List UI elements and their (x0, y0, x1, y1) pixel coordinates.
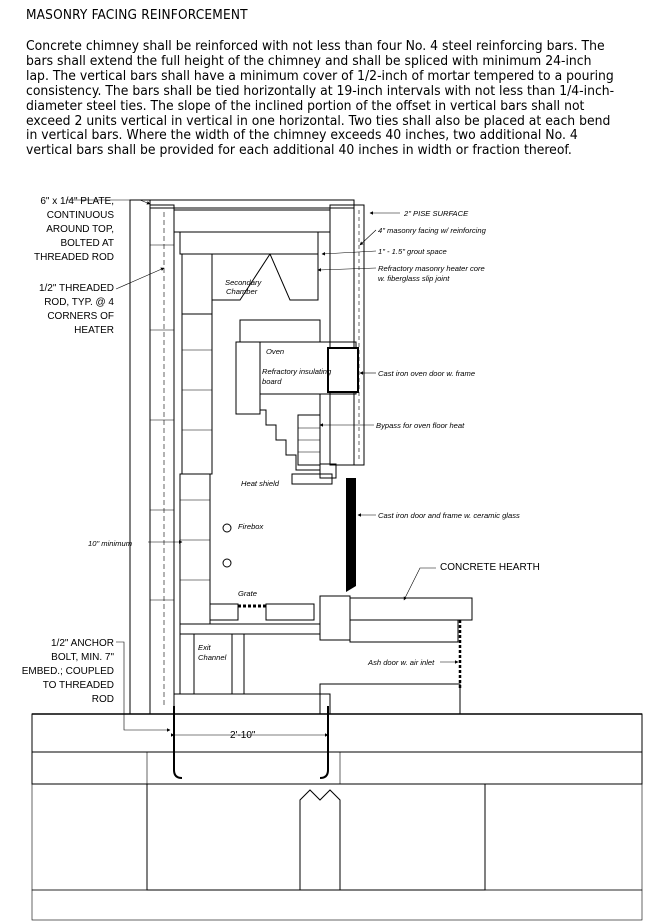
insulating-board-label: Refractory insulating (262, 367, 332, 376)
left-callouts: 6" x 1/4" PLATE, CONTINUOUS AROUND TOP, … (22, 196, 183, 732)
anchor-callout-5: ROD (92, 694, 114, 705)
dimension-label: 2'-10" (230, 730, 256, 741)
rod-callout-1: 1/2" THREADED (39, 283, 114, 294)
heat-shield-label: Heat shield (241, 479, 280, 488)
ten-inch-min-label: 10" minimum (88, 539, 132, 548)
anchor-callout-3: EMBED.; COUPLED (22, 666, 114, 677)
heater-section-drawing: Secondary Chamber Oven Refractory insula… (22, 196, 643, 921)
plate-callout-2: CONTINUOUS (47, 210, 115, 221)
hearth-callout: CONCRETE HEARTH (440, 562, 540, 573)
rod-callout-4: HEATER (74, 325, 114, 336)
anchor-callout-1: 1/2" ANCHOR (51, 638, 114, 649)
plate-callout-4: BOLTED AT (60, 238, 114, 249)
dimension-2-10: 2'-10" (170, 730, 329, 741)
secondary-chamber-label-2: Chamber (226, 287, 258, 296)
rod-callout-2: ROD, TYP. @ 4 (44, 297, 114, 308)
grate-label: Grate (238, 589, 257, 598)
pise-callout: 2" PISE SURFACE (403, 209, 469, 218)
spec-paragraph: Concrete chimney shall be reinforced wit… (26, 39, 615, 159)
right-callouts: 2" PISE SURFACE 4" masonry facing w/ rei… (317, 209, 540, 667)
foundation (31, 706, 643, 921)
grout-callout: 1" - 1.5" grout space (378, 247, 447, 256)
anchor-callout-4: TO THREADED (43, 680, 114, 691)
ash-door-callout: Ash door w. air inlet (367, 658, 435, 667)
heater-core (173, 209, 473, 715)
plate-callout-5: THREADED ROD (34, 252, 114, 263)
exit-channel-label-2: Channel (198, 653, 227, 662)
bypass-callout: Bypass for oven floor heat (376, 421, 465, 430)
plate-callout-1: 6" x 1/4" PLATE, (40, 196, 114, 207)
masonry-facing (129, 199, 365, 715)
firebox-label: Firebox (238, 522, 265, 531)
oven-door-callout: Cast iron oven door w. frame (378, 369, 475, 378)
secondary-chamber-label: Secondary (225, 278, 263, 287)
fire-door-callout: Cast iron door and frame w. ceramic glas… (378, 511, 520, 520)
anchor-callout-2: BOLT, MIN. 7" (51, 652, 114, 663)
plate-callout-3: AROUND TOP, (46, 224, 114, 235)
inner-labels: Secondary Chamber Oven Refractory insula… (198, 278, 332, 662)
core-callout-2: w. fiberglass slip joint (378, 274, 450, 283)
oven-label: Oven (266, 347, 284, 356)
facing-callout: 4" masonry facing w/ reinforcing (378, 226, 487, 235)
exit-channel-label: Exit (198, 643, 212, 652)
page-title: MASONRY FACING REINFORCEMENT (26, 7, 248, 23)
rod-callout-3: CORNERS OF (47, 311, 114, 322)
insulating-board-label-2: board (262, 377, 282, 386)
core-callout-1: Refractory masonry heater core (378, 264, 485, 273)
